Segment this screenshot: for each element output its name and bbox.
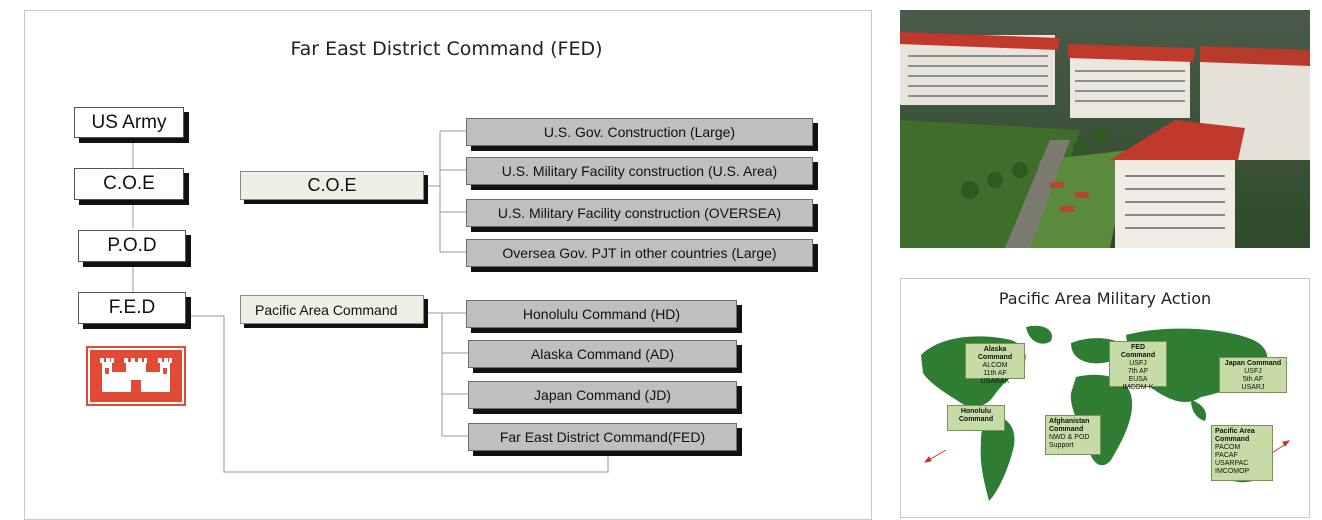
connector-fed-group [190, 315, 609, 473]
node-coe: C.O.E [74, 168, 184, 200]
coe-item-1: U.S. Gov. Construction (Large) [466, 118, 813, 146]
org-chart-title: Far East District Command (FED) [290, 38, 603, 60]
node-us-army: US Army [74, 107, 184, 138]
pacific-item-1: Honolulu Command (HD) [466, 300, 737, 328]
callout-japan: Japan Command USFJ 5th AF USARJ [1219, 357, 1287, 393]
callout-pacific: Pacific Area Command PACOM PACAF USARPAC… [1211, 425, 1273, 481]
map-panel: Pacific Area Military Action [900, 278, 1310, 518]
callout-fed: FED Command USFJ 7th AF EUSA IMCOM-K [1109, 341, 1167, 391]
callout-fed-body: USFJ 7th AF EUSA IMCOM-K [1122, 360, 1154, 391]
callout-fed-heading: FED Command [1120, 344, 1156, 359]
callout-pacific-body: PACOM PACAF USARPAC IMCOMOP [1215, 444, 1250, 475]
node-fed: F.E.D [78, 292, 186, 324]
callout-alaska: Alaska Command ALCOM 11th AF USARAK [965, 343, 1025, 385]
callout-japan-body: USFJ 5th AF USARJ [1241, 368, 1265, 391]
pacific-group-label: Pacific Area Command [240, 295, 424, 324]
pacific-item-3: Japan Command (JD) [468, 381, 737, 409]
coe-item-4: Oversea Gov. PJT in other countries (Lar… [466, 239, 813, 267]
pacific-item-4: Far East District Command(FED) [468, 423, 737, 451]
callout-honolulu-heading: Honolulu Command [958, 408, 994, 423]
army-corps-castle-logo [86, 346, 186, 406]
coe-item-3: U.S. Military Facility construction (OVE… [466, 199, 813, 227]
callout-japan-heading: Japan Command [1224, 360, 1282, 367]
callout-alaska-body: ALCOM 11th AF USARAK [980, 362, 1010, 385]
coe-group-label: C.O.E [240, 171, 424, 200]
connector-lines [132, 130, 609, 473]
barracks-aerial-photo [900, 10, 1310, 248]
map-title: Pacific Area Military Action [998, 289, 1212, 308]
node-pod: P.O.D [78, 230, 186, 262]
callout-afghanistan: Afghanistan Command NWD & POD Support [1045, 415, 1101, 455]
callout-afghanistan-heading: Afghanistan Command [1049, 418, 1090, 433]
callout-honolulu: Honolulu Command [947, 405, 1005, 431]
pacific-item-2: Alaska Command (AD) [468, 340, 737, 368]
callout-afghanistan-body: NWD & POD Support [1049, 434, 1090, 449]
callout-alaska-heading: Alaska Command [977, 346, 1013, 361]
coe-item-2: U.S. Military Facility construction (U.S… [466, 157, 813, 185]
callout-pacific-heading: Pacific Area Command [1215, 428, 1255, 443]
